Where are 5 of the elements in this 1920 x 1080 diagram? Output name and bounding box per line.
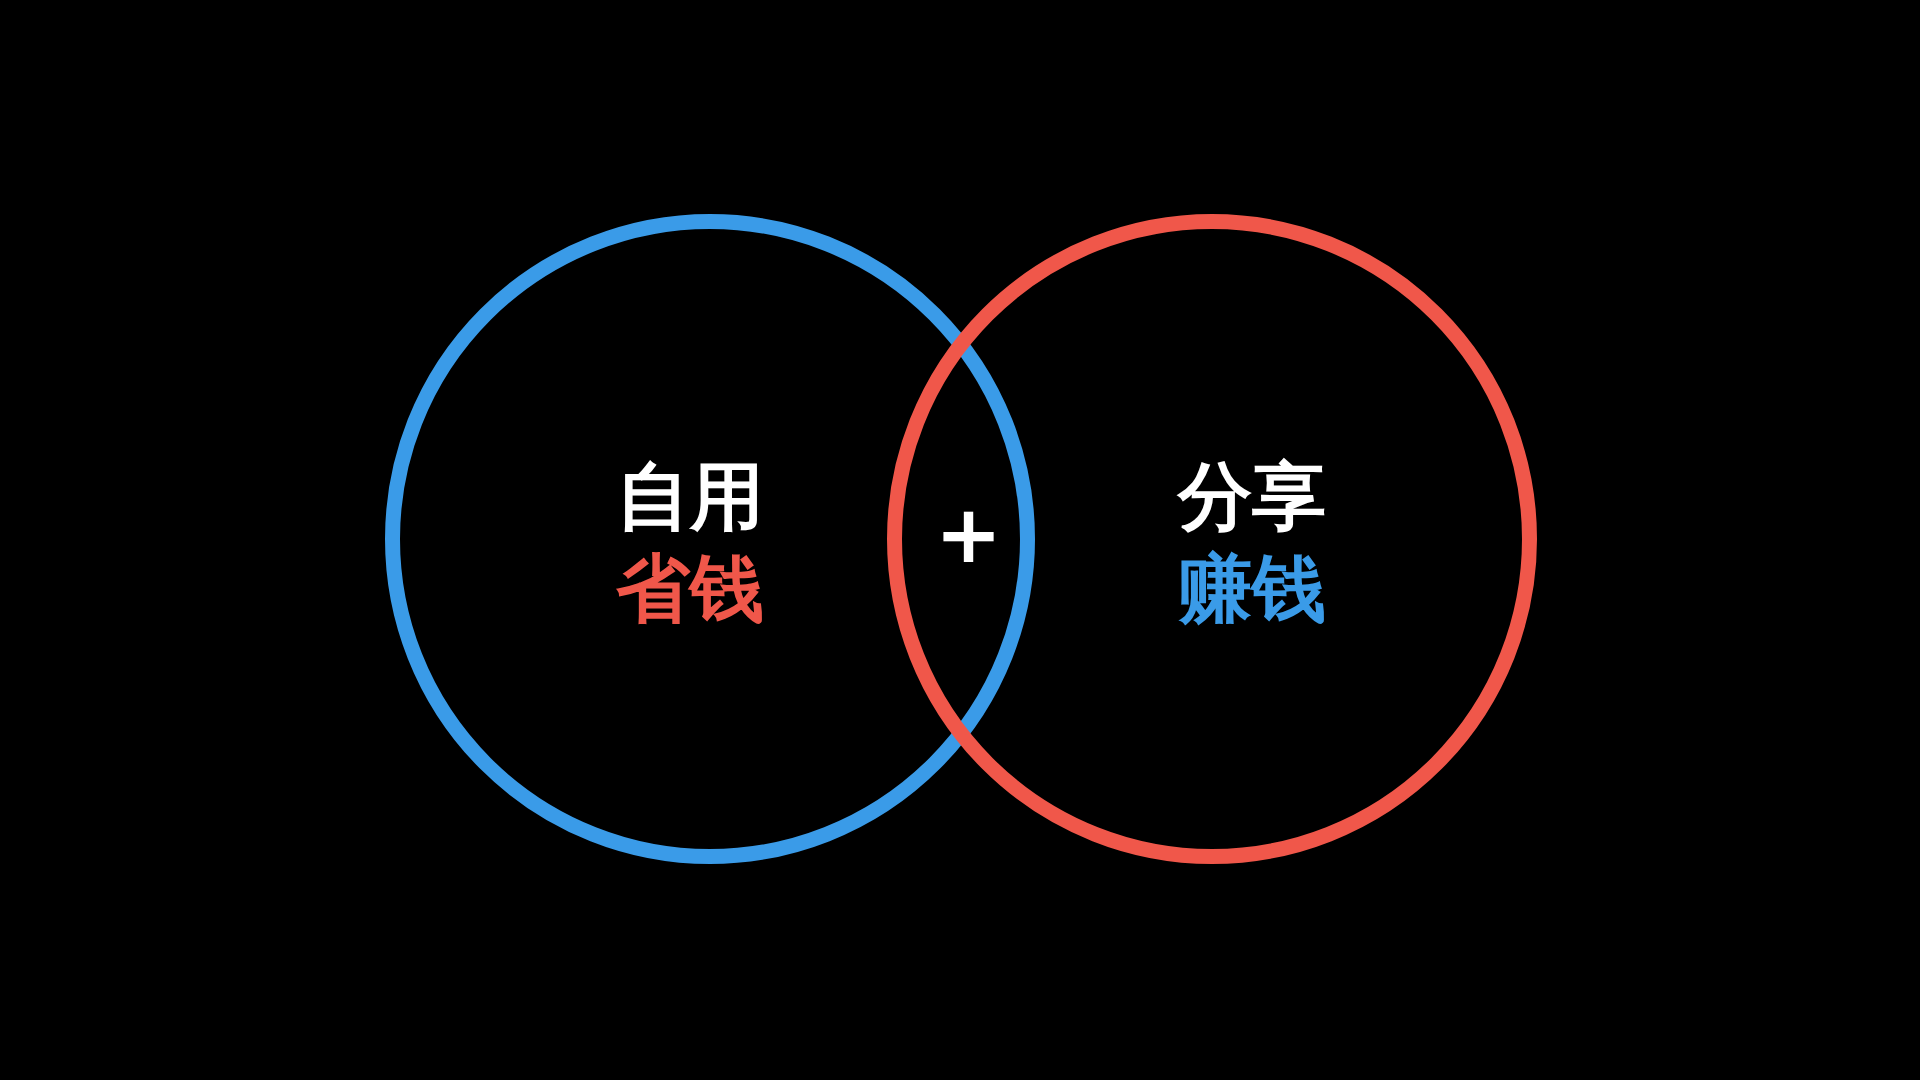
circle-subheading: 赚钱 [1178,551,1326,625]
circle-heading: 分享 [1178,459,1326,533]
circle-heading: 自用 [616,459,764,533]
plus-sign: + [935,495,1003,575]
circle-subheading: 省钱 [616,551,764,625]
